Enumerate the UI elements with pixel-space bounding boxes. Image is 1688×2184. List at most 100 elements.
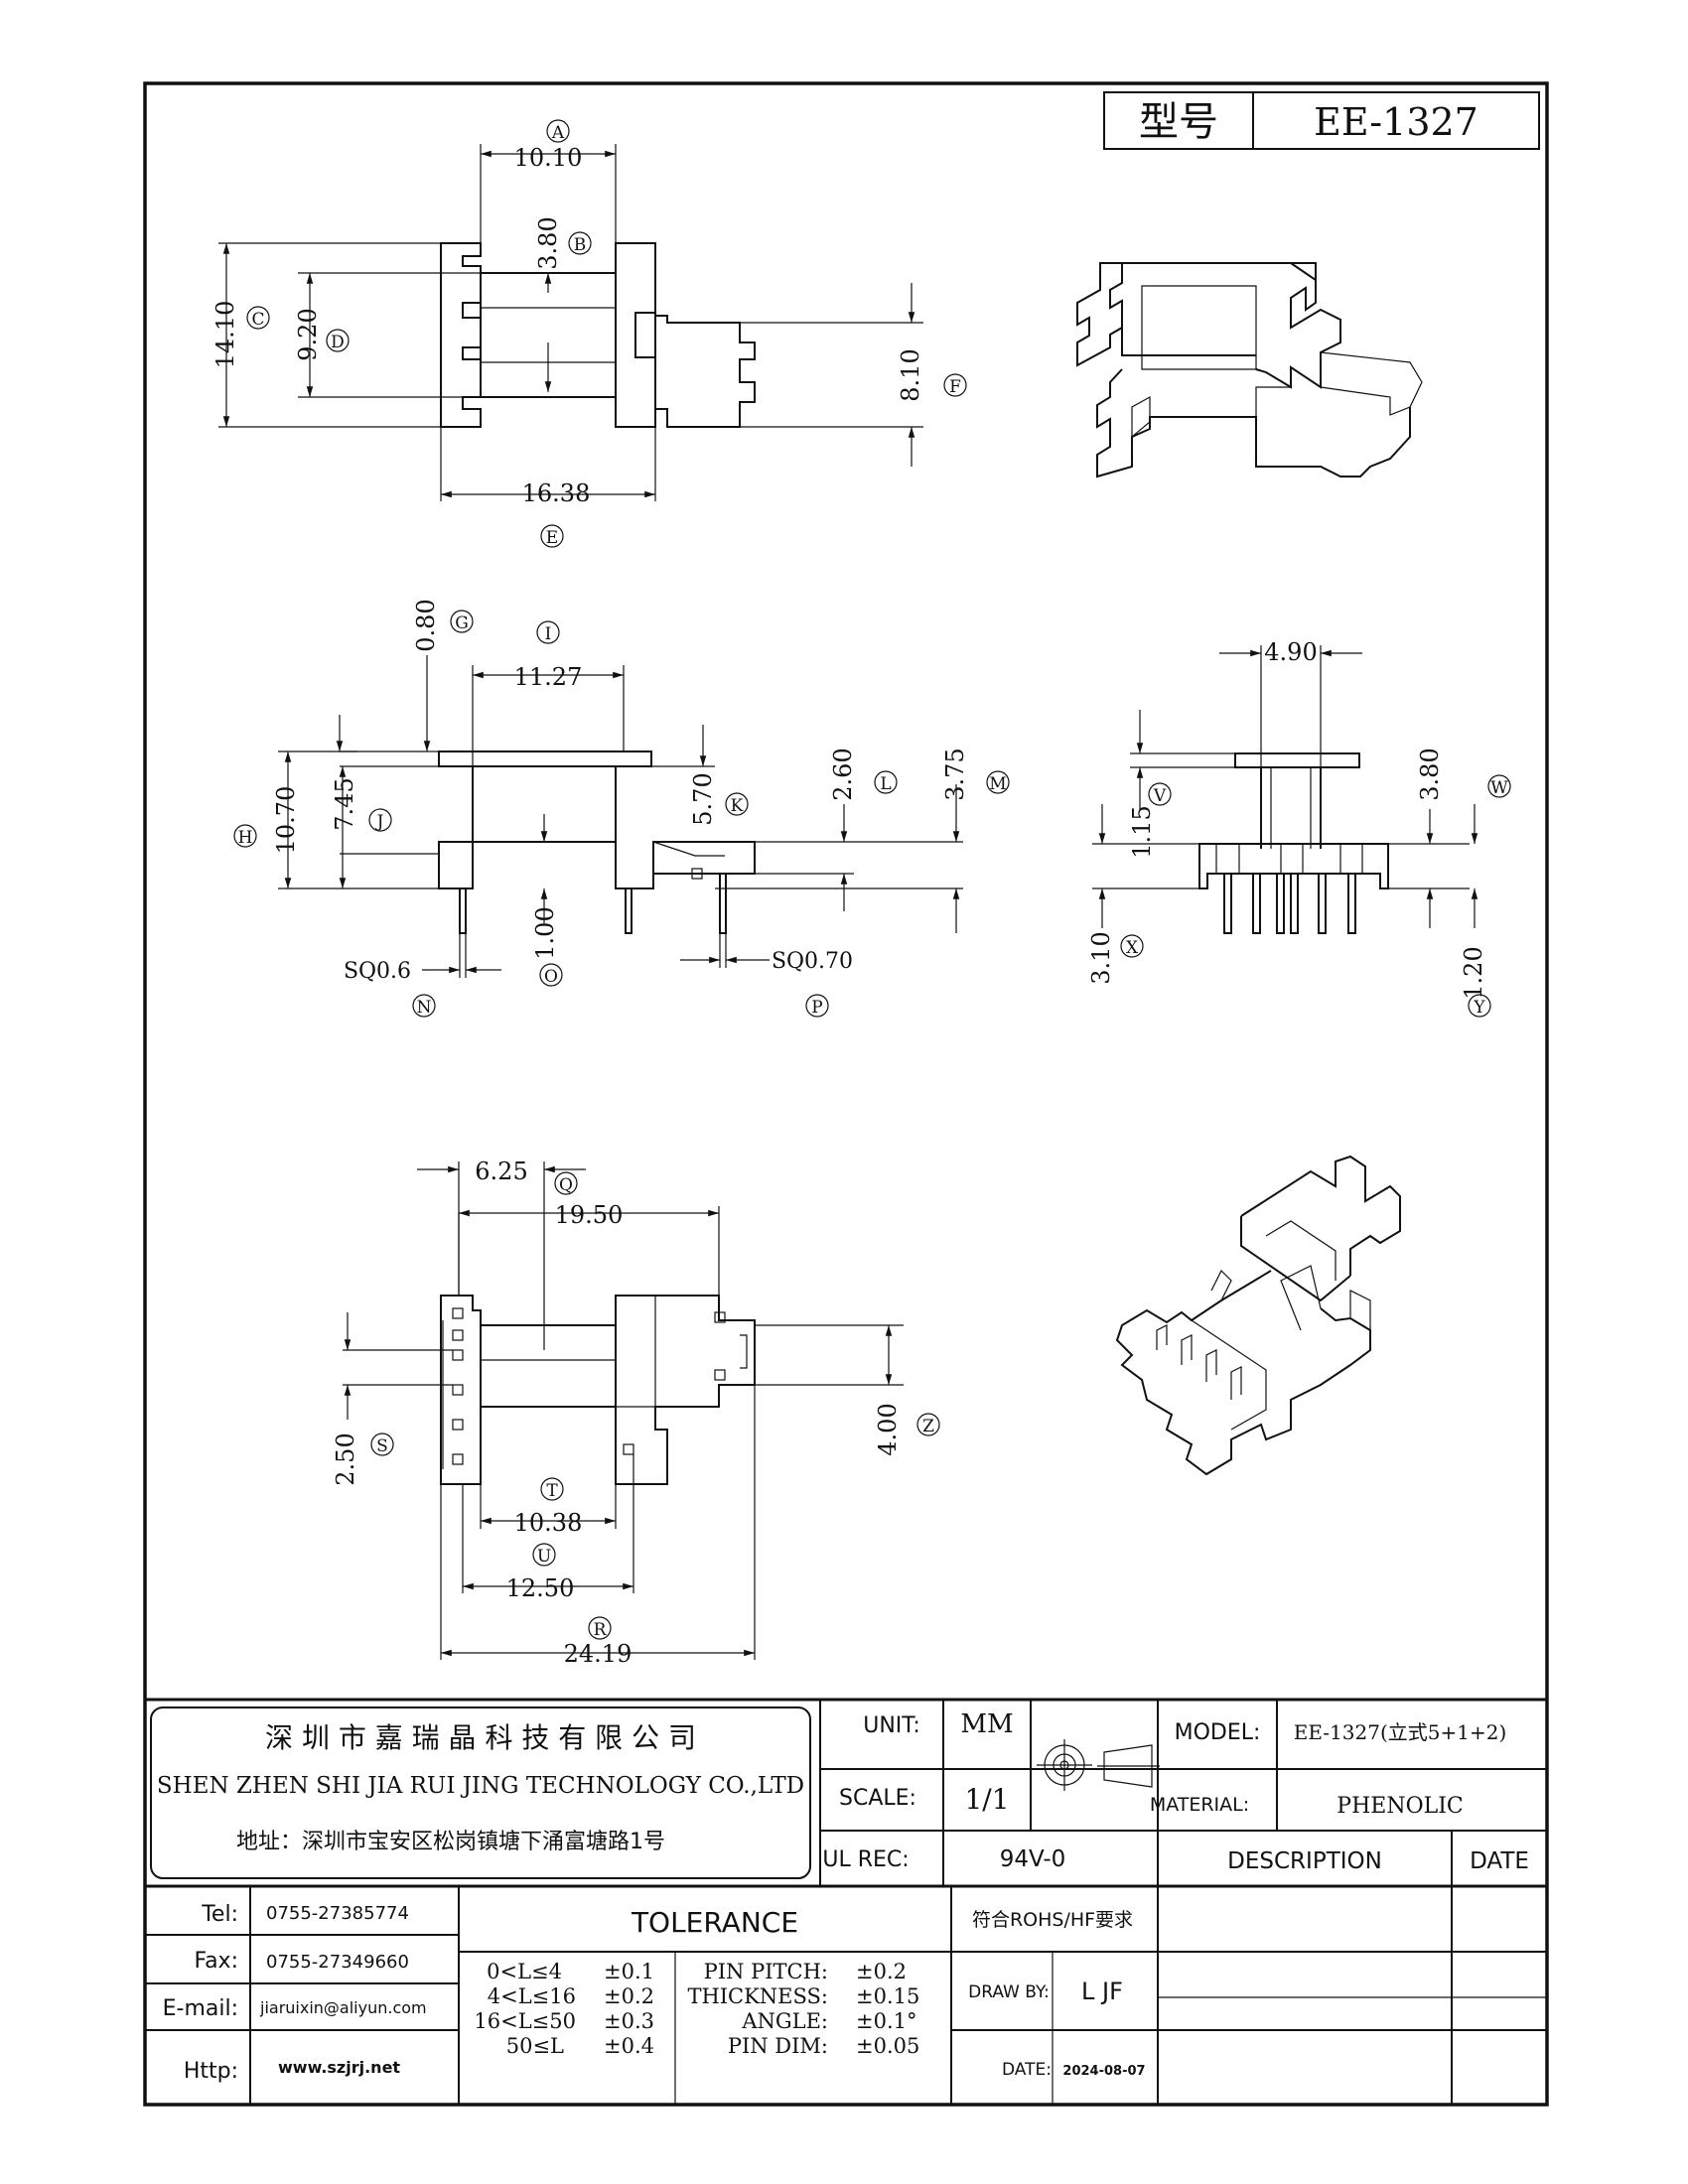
spec-tol-3: ±0.1° <box>856 2009 917 2033</box>
tel-label: Tel: <box>201 1902 238 1927</box>
top-left-flange <box>440 242 482 428</box>
dim-x-letter: X <box>1126 938 1139 958</box>
dim-k-letter: K <box>731 796 744 816</box>
dim-n-letter: N <box>417 998 432 1018</box>
draw-by-value: L JF <box>1081 1978 1123 2005</box>
spec-label-4: PIN DIM: <box>728 2034 828 2058</box>
ul-value: 94V-0 <box>1000 1846 1066 1872</box>
isometric-view-top <box>1076 262 1423 478</box>
spec-tol-4: ±0.05 <box>856 2034 919 2058</box>
dim-f-letter: F <box>949 377 961 397</box>
dim-g-letter: G <box>455 614 469 633</box>
dim-d-letter: D <box>331 333 345 352</box>
dim-v-value: 1.15 <box>1128 805 1156 858</box>
tel-value: 0755-27385774 <box>266 1903 409 1924</box>
company-name-cn: 深 圳 市 嘉 瑞 晶 科 技 有 限 公 司 <box>265 1721 696 1754</box>
draw-by-label: DRAW BY: <box>968 1982 1050 2002</box>
http-label: Http: <box>184 2059 238 2084</box>
dim-side-width-value: 4.90 <box>1264 638 1317 666</box>
dim-k-value: 5.70 <box>689 772 717 825</box>
dim-l-value: 2.60 <box>829 748 857 800</box>
dim-i-letter: I <box>545 624 552 644</box>
dim-y-letter: Y <box>1473 998 1485 1018</box>
tol-range-4: 50≤L <box>506 2034 564 2058</box>
dim-i-value: 11.27 <box>514 663 583 691</box>
unit-value: MM <box>960 1709 1013 1739</box>
dim-p-letter: P <box>811 998 822 1018</box>
dim-m-value: 3.75 <box>941 748 969 800</box>
rohs-note: 符合ROHS/HF要求 <box>972 1909 1133 1931</box>
tol-range-1: 0<L≤4 <box>487 1960 562 1983</box>
tolerance-title: TOLERANCE <box>631 1906 798 1939</box>
front-view: 0.80 G 11.27 I 10.70 H 7.45 J 5.70 K <box>233 599 1010 1018</box>
dim-s-value: 2.50 <box>332 1433 359 1485</box>
dim-v-letter: V <box>1153 786 1167 806</box>
top-right-flange <box>615 242 656 428</box>
spec-tol-1: ±0.2 <box>856 1960 907 1983</box>
ul-label: UL REC: <box>822 1847 909 1872</box>
model-value: EE-1327(立式5+1+2) <box>1294 1720 1507 1744</box>
projection-symbol-icon <box>1037 1739 1160 1791</box>
dim-u-letter: U <box>537 1547 551 1567</box>
date-row-label: DATE: <box>1002 2060 1052 2080</box>
spec-tol-2: ±0.15 <box>856 1984 919 2008</box>
fax-value: 0755-27349660 <box>266 1952 409 1973</box>
dim-x-value: 3.10 <box>1087 931 1115 984</box>
company-name-en: SHEN ZHEN SHI JIA RUI JING TECHNOLOGY CO… <box>157 1773 804 1799</box>
bottom-view: 6.25 Q 19.50 2.50 S 4.00 Z 10.38 T <box>332 1158 940 1668</box>
spec-label-3: ANGLE: <box>741 2009 828 2033</box>
dim-u-value: 12.50 <box>506 1574 575 1602</box>
dim-z-value: 4.00 <box>874 1403 902 1455</box>
dim-s-letter: S <box>376 1436 388 1456</box>
dim-r-letter: R <box>594 1620 608 1640</box>
dim-z-letter: Z <box>922 1417 934 1436</box>
email-label: E-mail: <box>163 1996 238 2021</box>
dim-h-letter: H <box>238 828 253 848</box>
dim-j-letter: J <box>375 812 384 832</box>
dim-r-value: 24.19 <box>564 1640 633 1668</box>
top-view: 10.10 A 3.80 B 14.10 C 9.20 D 16.38 E <box>211 119 967 548</box>
material-value: PHENOLIC <box>1336 1794 1463 1819</box>
dim-m-letter: M <box>989 774 1006 794</box>
dim-d-value: 9.20 <box>294 308 322 360</box>
company-box <box>150 1706 811 1879</box>
scale-label: SCALE: <box>839 1786 916 1811</box>
model-box-label: 型号 <box>1139 99 1218 145</box>
tol-range-3: 16<L≤50 <box>474 2009 576 2033</box>
top-terminal-block <box>655 315 756 428</box>
dim-j-value: 7.45 <box>331 777 358 830</box>
dim-h-value: 10.70 <box>272 786 300 855</box>
dim-p-value: SQ0.70 <box>772 949 853 974</box>
email-value[interactable]: jiaruixin@aliyun.com <box>259 1998 427 2017</box>
date-header-label: DATE <box>1470 1848 1529 1874</box>
dim-b-value: 3.80 <box>534 216 562 269</box>
tol-value-3: ±0.3 <box>604 2009 654 2033</box>
spec-label-1: PIN PITCH: <box>704 1960 828 1983</box>
side-view: 4.90 1.15 V 3.80 W 3.10 X 1.20 Y <box>1087 638 1511 1018</box>
dim-q-value: 6.25 <box>475 1158 527 1185</box>
dim-b-letter: B <box>574 235 587 255</box>
dim-e-letter: E <box>546 528 558 548</box>
model-box-value: EE-1327 <box>1314 100 1478 144</box>
dim-f-value: 8.10 <box>897 348 924 401</box>
dim-y-value: 1.20 <box>1460 946 1487 999</box>
dim-w-value: 3.80 <box>1416 748 1444 800</box>
dim-c-letter: C <box>251 310 264 330</box>
dim-l-letter: L <box>880 774 891 794</box>
date-row-value: 2024-08-07 <box>1062 2064 1145 2079</box>
title-block: 深 圳 市 嘉 瑞 晶 科 技 有 限 公 司 SHEN ZHEN SHI JI… <box>145 1698 1547 2105</box>
dim-a-value: 10.10 <box>514 144 583 172</box>
http-value[interactable]: www.szjrj.net <box>278 2058 400 2077</box>
spec-label-2: THICKNESS: <box>687 1984 828 2008</box>
dim-e-value: 16.38 <box>522 479 591 507</box>
dim-o-letter: O <box>544 967 558 987</box>
dim-g-value: 0.80 <box>412 599 440 651</box>
model-box: 型号 EE-1327 <box>1103 91 1540 150</box>
description-label: DESCRIPTION <box>1227 1848 1382 1874</box>
dim-o-value: 1.00 <box>531 906 559 959</box>
isometric-view-bottom <box>1115 1155 1401 1476</box>
dim-w-letter: W <box>1490 778 1508 798</box>
tol-value-4: ±0.4 <box>604 2034 654 2058</box>
unit-label: UNIT: <box>863 1713 919 1738</box>
